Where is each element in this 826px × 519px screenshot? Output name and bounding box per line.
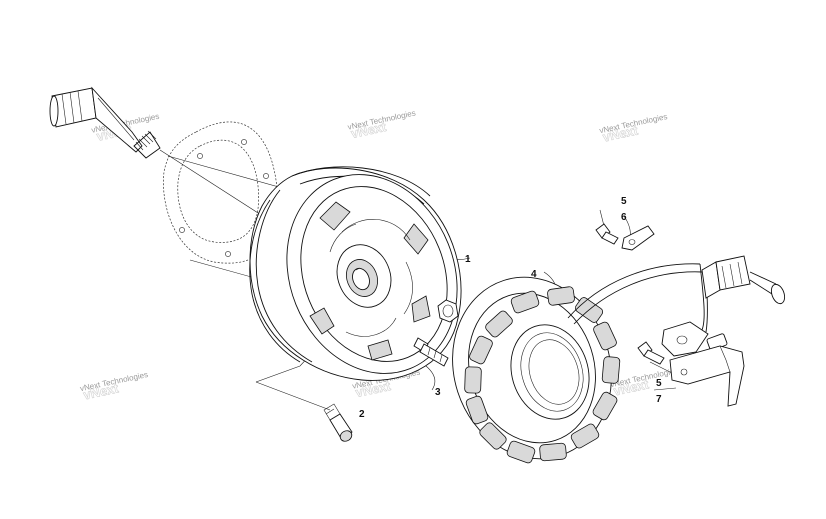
flywheel-nut bbox=[437, 299, 459, 323]
watermark-4: vNext vNext Technologies bbox=[79, 370, 149, 403]
clamp-screw bbox=[595, 223, 619, 245]
callout-6: 6 bbox=[621, 212, 627, 223]
flywheel-magnets bbox=[309, 201, 431, 361]
callout-3: 3 bbox=[435, 387, 441, 398]
callout-7: 7 bbox=[656, 394, 662, 405]
wire-clamp bbox=[621, 225, 655, 251]
callout-5-top: 5 bbox=[621, 196, 627, 207]
flywheel-assembly bbox=[249, 166, 462, 381]
crankshaft-thread bbox=[133, 130, 161, 159]
bracket-screw bbox=[637, 341, 665, 365]
bolt-part-3 bbox=[413, 337, 449, 367]
harness-connector bbox=[701, 255, 786, 305]
stator-assembly bbox=[452, 276, 621, 464]
watermark-3: vNext vNext Technologies bbox=[599, 112, 669, 145]
spacer-ring bbox=[163, 121, 279, 264]
mounting-bracket bbox=[669, 345, 745, 407]
bolt-part-2 bbox=[323, 403, 353, 442]
watermark-2: vNext vNext Technologies bbox=[347, 108, 417, 141]
callout-2: 2 bbox=[359, 409, 365, 420]
callout-labels: 1 2 3 4 5 6 5 7 bbox=[359, 196, 662, 420]
callout-1: 1 bbox=[465, 254, 471, 265]
callout-4: 4 bbox=[531, 269, 537, 280]
watermark-6: vNext vNext Technologies bbox=[609, 366, 679, 399]
pickup-coil bbox=[661, 321, 728, 357]
crankshaft-end bbox=[49, 86, 161, 159]
callout-5-bottom: 5 bbox=[656, 378, 662, 389]
stator-coils bbox=[464, 286, 621, 464]
